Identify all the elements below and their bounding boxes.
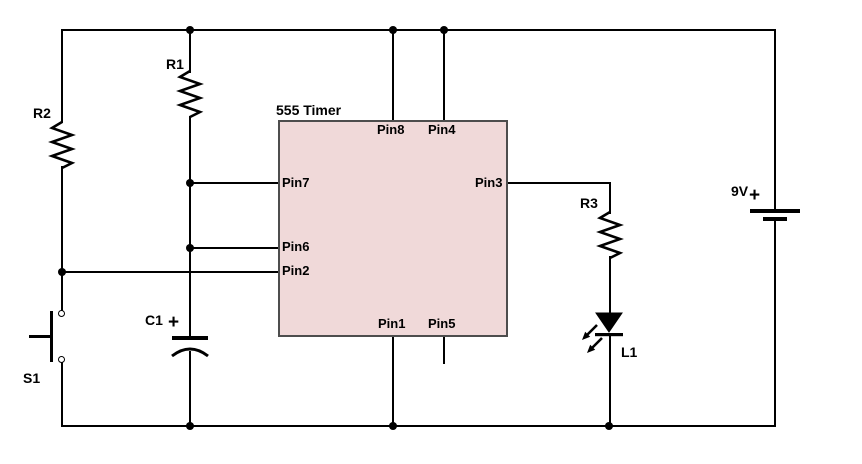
wire-battery-bottom [774, 221, 776, 427]
r2-label: R2 [33, 105, 51, 121]
wire-r1-to-capacitor [189, 116, 191, 338]
pin5-label: Pin5 [428, 316, 456, 331]
wire-led-to-ground [609, 335, 611, 427]
wire-pin6 [189, 247, 279, 249]
junction-dot [389, 422, 397, 430]
wire-pin1 [392, 336, 394, 427]
wire-pin3-to-r3 [609, 182, 611, 214]
junction-dot [389, 26, 397, 34]
l1-label: L1 [621, 344, 638, 360]
wire-capacitor-to-ground [189, 351, 191, 427]
switch-bar [50, 311, 53, 362]
wire-pin4 [443, 29, 445, 121]
pin3-label: Pin3 [475, 175, 503, 190]
wire-pin5-stub [443, 336, 445, 364]
junction-dot [186, 179, 194, 187]
switch-terminal-circle [58, 310, 65, 317]
r3-label: R3 [580, 195, 598, 211]
wire-left-rail-lower [61, 362, 63, 427]
pin4-label: Pin4 [428, 122, 456, 137]
junction-dot [186, 422, 194, 430]
pin8-label: Pin8 [377, 122, 405, 137]
capacitor-c1-curved-plate [171, 347, 209, 358]
ic-label: 555 Timer [276, 102, 342, 118]
r1-label: R1 [166, 56, 184, 72]
s1-label: S1 [23, 370, 41, 386]
c1-plus-sign: + [168, 312, 180, 333]
wire-pin2 [61, 271, 279, 273]
pin2-label: Pin2 [282, 263, 310, 278]
junction-dot [186, 244, 194, 252]
junction-dot [605, 422, 613, 430]
ic-555-timer-box [278, 120, 508, 337]
wire-battery-top [774, 29, 776, 212]
c1-label: C1 [145, 312, 163, 328]
switch-actuator [29, 335, 51, 338]
pin7-label: Pin7 [282, 175, 310, 190]
junction-dot [58, 268, 66, 276]
switch-terminal-circle [58, 356, 65, 363]
led-l1-symbol [582, 312, 623, 353]
battery-short-plate [763, 217, 787, 221]
wire-bottom-rail [61, 425, 776, 427]
resistor-r1-symbol [176, 69, 204, 119]
battery-plus-sign: + [749, 185, 761, 206]
wire-top-rail [61, 29, 776, 31]
wire-r1-top [189, 29, 191, 73]
wire-pin8 [392, 29, 394, 121]
resistor-r2-symbol [48, 120, 76, 170]
wire-left-rail-upper [61, 29, 63, 123]
battery-long-plate [750, 209, 800, 213]
battery-voltage-label: 9V [731, 183, 749, 199]
wire-r3-to-led [609, 256, 611, 314]
junction-dot [440, 26, 448, 34]
pin1-label: Pin1 [378, 316, 406, 331]
wire-pin7 [189, 182, 279, 184]
junction-dot [186, 26, 194, 34]
wire-pin3 [508, 182, 611, 184]
pin6-label: Pin6 [282, 239, 310, 254]
resistor-r3-symbol [596, 210, 624, 260]
wire-left-rail-middle [61, 166, 63, 311]
capacitor-c1-top-plate [172, 336, 208, 340]
